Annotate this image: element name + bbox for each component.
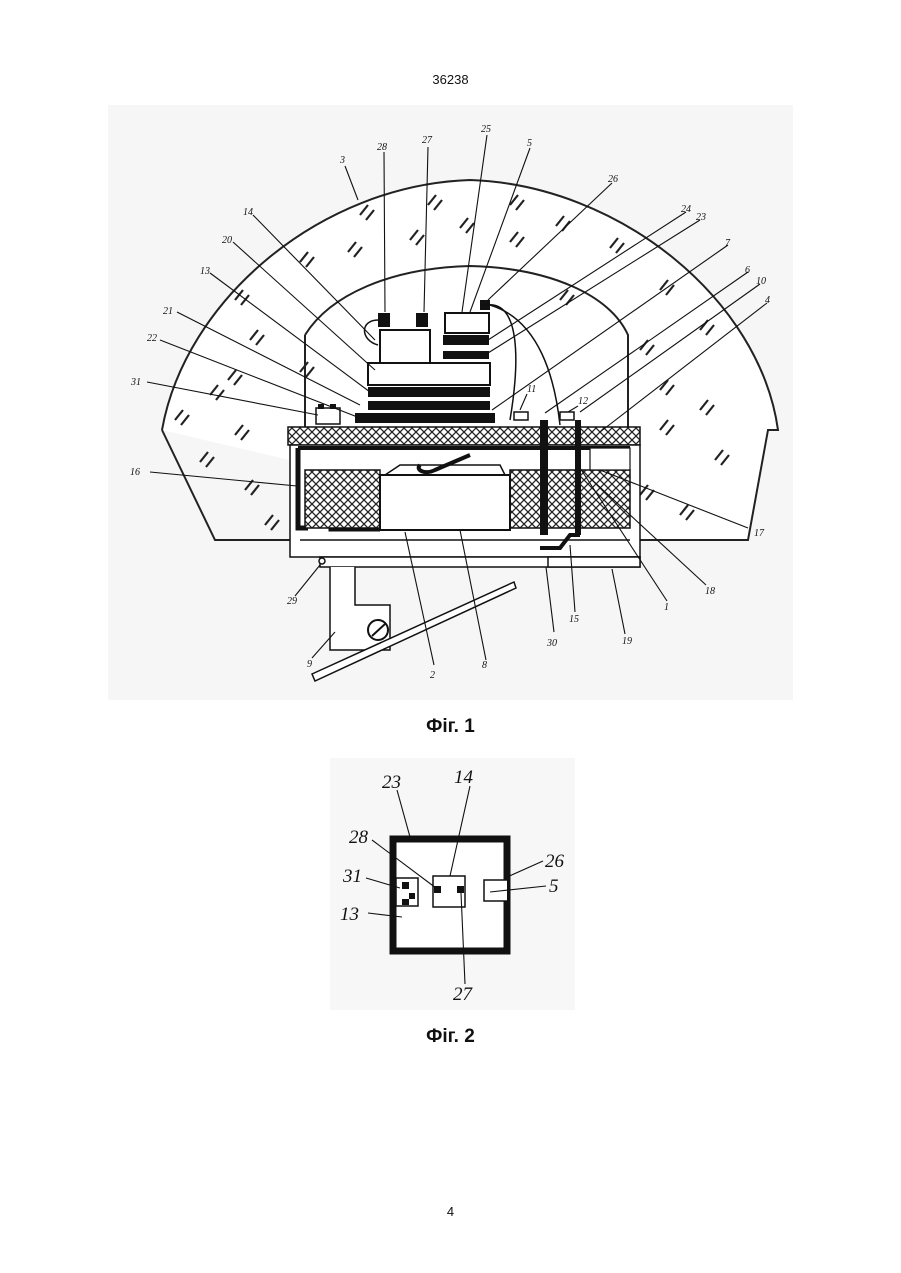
callout-8: 8 [482,660,487,671]
callout-16: 16 [130,467,140,478]
figure-2-caption: Фіг. 2 [0,1026,901,1048]
callout-9: 9 [307,659,312,670]
callout-27: 27 [453,984,474,1005]
callout-6: 6 [745,265,750,276]
callout-4: 4 [765,295,770,306]
callout-2: 2 [430,670,435,681]
callout-20: 20 [222,235,232,246]
chip-11 [514,412,528,420]
chip-31 [316,408,340,424]
figure-1-drawing: 3 28 27 25 5 26 24 23 7 6 10 4 14 20 13 … [108,105,793,700]
callout-3: 3 [339,155,345,166]
callout-17: 17 [754,528,765,539]
callout-12: 12 [578,396,588,407]
callout-14: 14 [243,207,253,218]
callout-23: 23 [696,212,706,223]
callout-11: 11 [527,384,536,395]
figure-2-drawing: 23 14 28 26 31 5 13 27 [330,758,575,1010]
callout-24: 24 [681,204,691,215]
callout-31: 31 [342,866,362,887]
page-number-bottom: 4 [0,1204,901,1219]
callout-25: 25 [481,124,491,135]
element-8 [380,475,510,530]
callout-26: 26 [608,174,618,185]
callout-22: 22 [147,333,157,344]
callout-29: 29 [287,596,297,607]
figure-1-caption: Фіг. 1 [0,716,901,738]
callout-26: 26 [545,851,565,872]
callout-15: 15 [569,614,579,625]
base-plate [288,427,640,445]
callout-5: 5 [527,138,532,149]
callout-30: 30 [546,638,557,649]
callout-31: 31 [130,377,141,388]
callout-18: 18 [705,586,715,597]
callout-13: 13 [200,266,210,277]
callout-1: 1 [664,602,669,613]
callout-13: 13 [340,904,359,925]
callout-23: 23 [382,772,401,793]
chip-12 [560,412,574,420]
callout-10: 10 [756,276,766,287]
callout-5: 5 [549,876,559,897]
callout-27: 27 [422,135,433,146]
callout-28: 28 [377,142,387,153]
callout-21: 21 [163,306,173,317]
callout-28: 28 [349,827,369,848]
callout-19: 19 [622,636,632,647]
callout-14: 14 [454,767,474,788]
